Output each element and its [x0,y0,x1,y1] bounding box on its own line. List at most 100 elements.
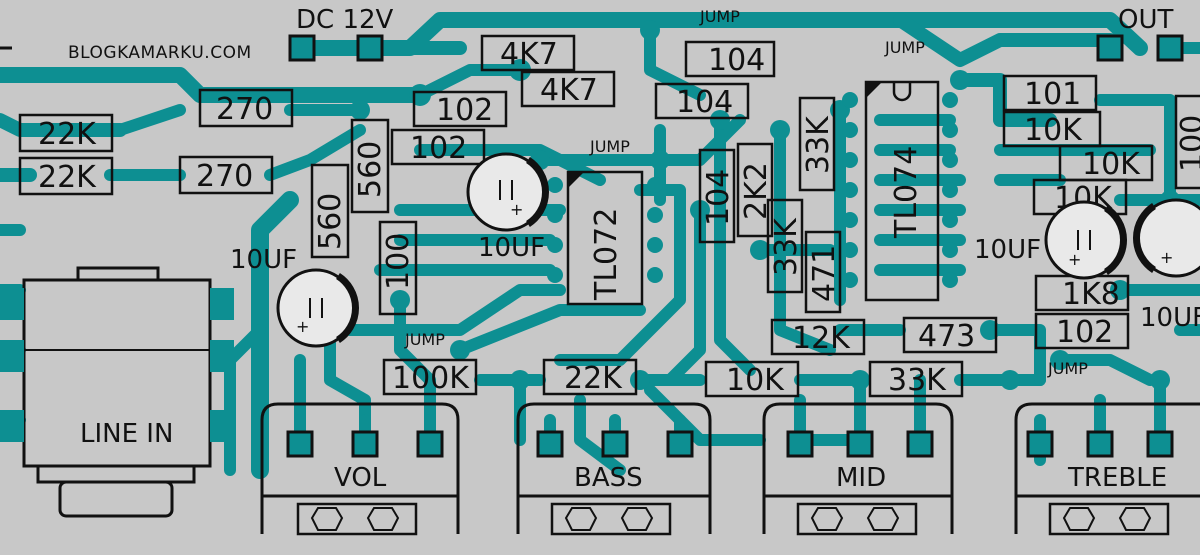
dc-pad-minus [356,34,384,62]
svg-text:33K: 33K [888,363,947,398]
svg-text:+: + [1160,248,1173,267]
bass-pad-2 [601,430,629,458]
resistor: 104 [654,82,750,120]
bass-pad-3 [666,430,694,458]
resistor: 100K [382,358,478,396]
electrolytic-capacitor: + 10UF [1133,198,1200,333]
resistor: 10K [704,360,800,398]
svg-text:4K7: 4K7 [540,73,598,108]
svg-text:10UF: 10UF [230,245,297,275]
svg-text:101: 101 [1024,77,1081,112]
resistor: 100 [1174,94,1200,190]
mid-pad-2 [846,430,874,458]
treble-pad-3 [1146,430,1174,458]
resistor: 102 [412,90,508,128]
svg-text:12K: 12K [792,321,851,356]
svg-text:TL072: TL072 [589,208,624,301]
vol-potentiometer: VOL [260,402,460,536]
mid-label: MID [836,463,886,493]
svg-text:104: 104 [676,85,733,120]
svg-text:22K: 22K [38,160,97,195]
resistor: 12K [770,318,866,356]
svg-text:33K: 33K [801,115,836,174]
resistor: 10K [1002,110,1102,148]
resistor: 22K [542,358,638,396]
resistor: 101 [1002,74,1098,112]
svg-text:4K7: 4K7 [500,37,558,72]
svg-text:102: 102 [1056,315,1113,350]
electrolytic-capacitor: + 10UF [230,245,359,348]
resistor: 270 [198,88,294,128]
svg-text:270: 270 [196,159,253,194]
out-pad-b [1156,34,1184,62]
resistor: 560 [310,163,350,259]
svg-text:+: + [296,317,309,336]
resistor: 33K [868,360,964,398]
svg-text:+: + [1068,250,1081,269]
svg-text:471: 471 [807,245,842,302]
jump-label: JUMP [884,38,925,57]
bass-pad-1 [536,430,564,458]
dc-pad-plus [288,34,316,62]
svg-text:560: 560 [313,193,348,250]
svg-text:33K: 33K [769,217,804,276]
treble-pad-1 [1026,430,1054,458]
jump-label: JUMP [699,7,740,26]
resistor: 100 [378,220,418,316]
solder-pads [286,20,1184,458]
mid-pad-1 [786,430,814,458]
svg-text:104: 104 [708,43,765,78]
resistor: 4K7 [480,34,576,72]
bass-label: BASS [574,463,643,493]
svg-text:22K: 22K [564,361,623,396]
vol-pad-2 [351,430,379,458]
resistor: 10K [1058,144,1154,182]
dc-power-label: DC 12V [296,5,394,35]
electrolytic-capacitor: + 10UF [466,152,549,263]
svg-text:102: 102 [410,131,467,166]
vol-pad-1 [286,430,314,458]
resistor: 471 [804,230,842,314]
site-watermark: BLOGKAMARKU.COM [68,43,252,63]
svg-text:10K: 10K [1024,113,1083,148]
bass-potentiometer: BASS [516,402,712,536]
treble-potentiometer: TREBLE [1014,402,1200,536]
svg-text:270: 270 [216,92,273,127]
ic-tl072: TL072 [566,170,644,306]
treble-pad-2 [1086,430,1114,458]
output-label: OUT [1118,5,1173,35]
svg-text:TL074: TL074 [889,146,924,239]
vol-pad-3 [416,430,444,458]
svg-text:10UF: 10UF [974,235,1041,265]
svg-text:473: 473 [918,319,975,354]
line-in-jack: LINE IN [0,266,234,518]
jump-label: JUMP [404,330,445,349]
out-pad-a [1096,34,1124,62]
svg-text:104: 104 [701,169,736,226]
svg-text:100K: 100K [392,361,470,396]
resistor: 22K [18,156,114,196]
svg-text:560: 560 [353,141,388,198]
treble-label: TREBLE [1067,463,1167,493]
ic-tl074: TL074 [864,80,940,302]
electrolytic-capacitor: + 10UF [974,200,1127,280]
svg-text:1K8: 1K8 [1062,277,1120,312]
resistor: 33K [766,198,804,294]
vol-label: VOL [334,463,387,493]
resistor: 270 [178,155,274,195]
svg-text:102: 102 [436,93,493,128]
resistor: 102 [1034,312,1130,350]
svg-text:10UF: 10UF [478,233,545,263]
resistor: 1K8 [1034,274,1130,312]
resistor: 4K7 [520,70,616,108]
svg-text:10UF: 10UF [1140,303,1200,333]
svg-text:100: 100 [1175,115,1200,172]
svg-text:100: 100 [381,233,416,290]
resistor: 33K [798,96,836,192]
jump-label: JUMP [589,137,630,156]
svg-text:10K: 10K [1082,147,1141,182]
resistor: 102 [390,128,486,166]
resistor: 104 [684,40,776,78]
svg-text:10K: 10K [726,363,785,398]
